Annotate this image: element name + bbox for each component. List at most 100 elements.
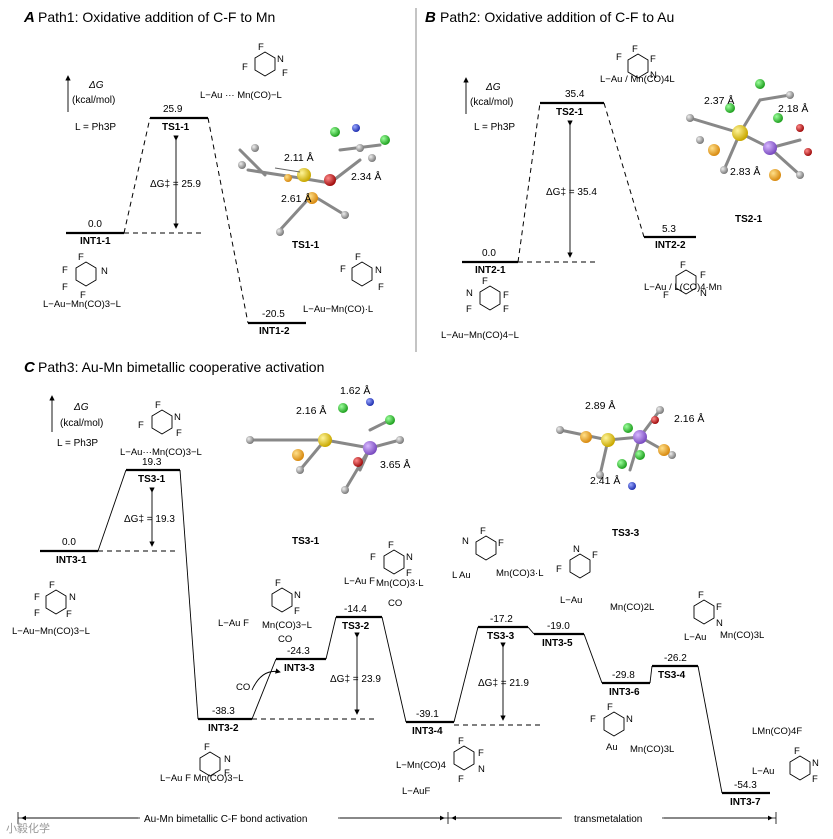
svg-text:F: F — [242, 62, 248, 73]
svg-text:F: F — [49, 580, 55, 591]
label-int3-5: INT3-5 — [542, 638, 573, 649]
svg-text:N: N — [69, 592, 76, 603]
scheme-int2-2: FF NF L−Au / L(CO)4·Mn — [644, 260, 722, 301]
value-ts1-1: 25.9 — [163, 104, 183, 115]
svg-text:F: F — [632, 44, 638, 55]
svg-text:F: F — [62, 265, 68, 276]
species-ts1-1: L−Au ··· Mn(CO)−L — [200, 90, 282, 101]
svg-text:N: N — [462, 536, 469, 547]
label-int2-2: INT2-2 — [655, 240, 686, 251]
barrier-label-b: ΔG‡ = 35.4 — [546, 187, 597, 198]
svg-text:F: F — [556, 564, 562, 575]
label-int3-1: INT3-1 — [56, 555, 87, 566]
structure-ts3-1: 1.62 Å 2.16 Å 3.65 Å TS3-1 — [246, 384, 410, 547]
species-int3-3a: L−Au F — [218, 618, 249, 629]
connector-c9 — [649, 665, 653, 684]
panel-a-axis-symbol: ΔG — [88, 80, 104, 91]
scheme-int1-1: FN FF F L−Au−Mn(CO)3−L — [43, 252, 121, 310]
svg-text:N: N — [174, 412, 181, 423]
scheme-int3-6: FN F Au Mn(CO)3L — [590, 702, 674, 755]
panel-b-axis-symbol: ΔG — [485, 82, 501, 93]
connector-b1 — [517, 102, 541, 263]
value-int3-4: -39.1 — [416, 709, 439, 720]
svg-text:N: N — [626, 714, 633, 725]
structure-ts1-1: 2.11 Å 2.34 Å 2.61 Å TS1-1 — [238, 124, 390, 251]
svg-text:F: F — [155, 400, 161, 411]
connector-c2 — [179, 469, 199, 720]
value-int1-1: 0.0 — [88, 219, 102, 230]
scheme-int3-2: FN F L−Au F Mn(CO)3−L — [160, 742, 243, 784]
scheme-int1-2: FN FF L−Au−Mn(CO)·L — [303, 252, 384, 315]
connector-c5 — [381, 616, 407, 723]
value-int3-5: -19.0 — [547, 621, 570, 632]
species-int2-2: L−Au / L(CO)4·Mn — [644, 282, 722, 293]
species-int2-1: L−Au−Mn(CO)4−L — [441, 330, 519, 341]
svg-text:N: N — [466, 288, 473, 299]
panel-a: A Path1: Oxidative addition of C-F to Mn… — [23, 9, 390, 337]
distance-ts2-1-a: 2.37 Å — [704, 94, 734, 107]
svg-text:N: N — [478, 764, 485, 775]
scheme-ts3-3: FF N L Au Mn(CO)3·L — [452, 526, 544, 581]
connector-b2 — [603, 102, 645, 238]
label-ts1-1: TS1-1 — [162, 122, 190, 133]
label-int3-3: INT3-3 — [284, 663, 315, 674]
bottom-bracket: Au-Mn bimetallic C-F bond activation tra… — [17, 811, 777, 825]
svg-text:N: N — [700, 288, 707, 299]
scheme-ts2-1: FF NF L−Au / Mn(CO)4L — [600, 44, 675, 85]
svg-text:F: F — [176, 428, 182, 439]
scheme-ts3-2: FN FF L−Au F Mn(CO)3·L CO — [344, 540, 424, 609]
svg-text:F: F — [34, 608, 40, 619]
barrier-label-a: ΔG‡ = 25.9 — [150, 179, 201, 190]
value-int3-6: -29.8 — [612, 670, 635, 681]
distance-ts3-3-b: 2.16 Å — [674, 412, 704, 425]
svg-text:F: F — [340, 264, 346, 275]
structure-label-ts2-1: TS2-1 — [735, 214, 763, 225]
connector-c10 — [697, 665, 723, 794]
value-ts2-1: 35.4 — [565, 89, 585, 100]
species-int3-4b: L−AuF — [402, 786, 430, 797]
value-int2-1: 0.0 — [482, 248, 496, 259]
species-ts3-1: L−Au···Mn(CO)3−L — [120, 447, 202, 458]
species-int3-2: L−Au F Mn(CO)3−L — [160, 773, 243, 784]
distance-ts3-3-c: 2.41 Å — [590, 474, 620, 487]
structure-label-ts1-1: TS1-1 — [292, 240, 320, 251]
species-int3-5a: L−Au — [560, 595, 582, 606]
species-int3-5b: Mn(CO)2L — [610, 602, 654, 613]
connector-c3 — [251, 658, 277, 720]
svg-text:F: F — [650, 54, 656, 65]
svg-text:F: F — [282, 68, 288, 79]
svg-text:F: F — [607, 702, 613, 713]
svg-text:N: N — [573, 544, 580, 555]
species-int3-3b: Mn(CO)3−L — [262, 620, 312, 631]
panel-c-title: Path3: Au-Mn bimetallic cooperative acti… — [38, 359, 324, 375]
panel-b-axis-unit: (kcal/mol) — [470, 97, 513, 108]
scheme-int2-1: FF NF F L−Au−Mn(CO)4−L — [441, 276, 519, 341]
panel-b-letter: B — [425, 9, 436, 26]
label-int3-6: INT3-6 — [609, 687, 640, 698]
connector-a1 — [123, 117, 151, 234]
label-int2-1: INT2-1 — [475, 265, 506, 276]
distance-ts3-1-b: 2.16 Å — [296, 404, 326, 417]
svg-text:F: F — [78, 252, 84, 263]
panel-a-title: Path1: Oxidative addition of C-F to Mn — [38, 9, 275, 25]
label-int1-2: INT1-2 — [259, 326, 290, 337]
value-int3-3: -24.3 — [287, 646, 310, 657]
species-ts3-4b: Mn(CO)3L — [720, 630, 764, 641]
barrier-label-c2: ΔG‡ = 23.9 — [330, 674, 381, 685]
svg-text:F: F — [812, 774, 818, 785]
distance-ts3-1-c: 3.65 Å — [380, 458, 410, 471]
species-int1-1: L−Au−Mn(CO)3−L — [43, 299, 121, 310]
species-int1-2: L−Au−Mn(CO)·L — [303, 304, 373, 315]
svg-text:N: N — [716, 618, 723, 629]
value-int1-2: -20.5 — [262, 309, 285, 320]
svg-text:F: F — [355, 252, 361, 263]
panel-c-axis-unit: (kcal/mol) — [60, 418, 103, 429]
connector-c8 — [583, 633, 603, 684]
scheme-co-loss: CO — [236, 668, 281, 693]
label-ts3-4: TS3-4 — [658, 670, 686, 681]
distance-ts3-3-a: 2.89 Å — [585, 399, 615, 412]
svg-text:F: F — [294, 606, 300, 617]
svg-text:F: F — [370, 552, 376, 563]
species-ts3-4a: L−Au — [684, 632, 706, 643]
value-int3-2: -38.3 — [212, 706, 235, 717]
